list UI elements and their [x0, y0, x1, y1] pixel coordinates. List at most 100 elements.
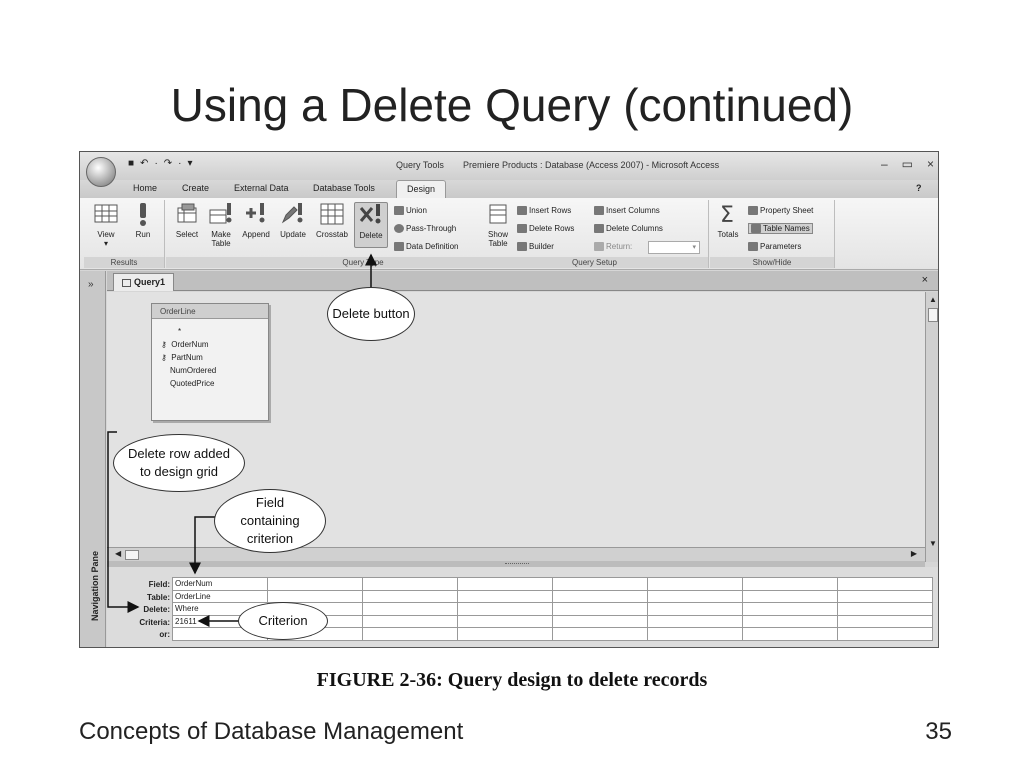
expand-pane-icon[interactable]: » [88, 279, 94, 290]
grid-cell[interactable] [647, 602, 743, 616]
select-query-button[interactable]: Select [170, 202, 204, 239]
tab-design[interactable]: Design [396, 180, 447, 198]
key-icon: ⚷ [161, 340, 167, 349]
crosstab-button[interactable]: Crosstab [312, 202, 352, 239]
tab-home[interactable]: Home [133, 183, 158, 193]
insert-columns-button[interactable]: Insert Columns [594, 206, 660, 216]
delete-rows-button[interactable]: Delete Rows [517, 224, 574, 234]
tab-external-data[interactable]: External Data [234, 183, 289, 193]
help-icon[interactable]: ? [916, 183, 922, 193]
grid-cell[interactable] [837, 589, 933, 603]
grid-cell[interactable] [837, 602, 933, 616]
maximize-icon[interactable]: ▭ [901, 157, 913, 171]
grid-cell[interactable] [837, 577, 933, 591]
field-numordered[interactable]: NumOrdered [170, 366, 217, 375]
field-all[interactable]: * [178, 327, 182, 336]
delete-query-button[interactable]: Delete [354, 202, 388, 248]
svg-text:Σ: Σ [720, 203, 734, 226]
grid-cell[interactable] [362, 627, 458, 641]
scroll-left-icon[interactable]: ◀ [115, 549, 122, 558]
grid-cell[interactable] [457, 589, 553, 603]
grid-cell[interactable] [457, 614, 553, 628]
grid-cell[interactable]: OrderLine [172, 589, 268, 603]
query1-tab[interactable]: Query1 [113, 273, 175, 291]
grid-cell[interactable] [742, 614, 838, 628]
field-list-title: OrderLine [152, 304, 268, 319]
scroll-thumb[interactable] [928, 308, 938, 322]
union-button[interactable]: Union [394, 206, 427, 216]
office-button[interactable] [86, 157, 116, 187]
tab-database-tools[interactable]: Database Tools [313, 183, 375, 193]
grid-cell[interactable]: OrderNum [172, 577, 268, 591]
parameters-button[interactable]: Parameters [748, 242, 801, 252]
grid-cell[interactable] [457, 602, 553, 616]
grid-cell[interactable] [742, 589, 838, 603]
grid-cell[interactable] [837, 627, 933, 641]
orderline-field-list[interactable]: OrderLine * ⚷ OrderNum ⚷ PartNum NumOrde… [151, 303, 269, 421]
builder-button[interactable]: Builder [517, 242, 554, 252]
grid-cell[interactable] [362, 614, 458, 628]
grid-cell[interactable] [647, 614, 743, 628]
splitter-grip[interactable] [505, 563, 529, 565]
update-button[interactable]: Update [276, 202, 310, 239]
row-label-criteria: Criteria: [139, 617, 170, 627]
view-button[interactable]: View▾ [90, 202, 122, 248]
pass-through-button[interactable]: Pass-Through [394, 224, 456, 234]
grid-cell[interactable] [552, 627, 648, 641]
totals-button[interactable]: Σ Totals [714, 202, 742, 239]
grid-cell[interactable] [552, 614, 648, 628]
grid-cell[interactable] [362, 602, 458, 616]
figure-caption: FIGURE 2-36: Query design to delete reco… [316, 669, 708, 691]
insert-rows-button[interactable]: Insert Rows [517, 206, 571, 216]
grid-cell[interactable] [742, 627, 838, 641]
property-sheet-button[interactable]: Property Sheet [748, 206, 813, 216]
grid-cell[interactable] [267, 589, 363, 603]
delete-columns-button[interactable]: Delete Columns [594, 224, 663, 234]
save-icon[interactable]: ■ [128, 158, 135, 169]
navigation-pane[interactable]: » Navigation Pane [80, 271, 106, 647]
scroll-up-icon[interactable]: ▲ [929, 295, 937, 304]
minimize-icon[interactable]: – [880, 157, 888, 171]
grid-cell[interactable] [362, 589, 458, 603]
field-quotedprice[interactable]: QuotedPrice [170, 379, 215, 388]
row-label-delete: Delete: [143, 605, 170, 614]
grid-cell[interactable] [742, 577, 838, 591]
grid-cell[interactable] [552, 589, 648, 603]
data-definition-button[interactable]: Data Definition [394, 242, 458, 252]
redo-icon[interactable]: ↷ [163, 158, 173, 169]
horizontal-scrollbar[interactable]: ◀ ▶ [107, 547, 925, 561]
grid-cell[interactable] [647, 627, 743, 641]
field-partnum[interactable]: ⚷ PartNum [161, 353, 203, 362]
table-names-button[interactable]: Table Names [748, 223, 813, 235]
grid-cell[interactable] [552, 577, 648, 591]
field-ordernum[interactable]: ⚷ OrderNum [161, 340, 209, 349]
query-tools-context-label: Query Tools [396, 160, 444, 170]
append-button[interactable]: Append [238, 202, 274, 239]
scroll-down-icon[interactable]: ▼ [929, 539, 937, 548]
vertical-scrollbar[interactable]: ▲ ▼ [925, 292, 938, 562]
grid-cell[interactable] [457, 627, 553, 641]
grid-cell[interactable] [647, 589, 743, 603]
customize-qat-icon[interactable]: ▾ [187, 158, 193, 169]
grid-cell[interactable] [267, 577, 363, 591]
grid-cell[interactable] [742, 602, 838, 616]
grid-cell[interactable] [552, 602, 648, 616]
hscroll-thumb[interactable] [125, 550, 139, 560]
return-dropdown[interactable]: ▾ [648, 241, 700, 254]
grid-cell[interactable] [457, 577, 553, 591]
grid-cell[interactable] [837, 614, 933, 628]
grid-cell[interactable] [362, 577, 458, 591]
undo-icon[interactable]: ↶ [140, 158, 149, 169]
title-bar: ■ ↶ · ↷ · ▾ Query Tools Premiere Product… [80, 152, 938, 180]
tab-create[interactable]: Create [182, 183, 210, 193]
row-label-or: or: [159, 630, 170, 639]
run-button[interactable]: Run [128, 202, 158, 239]
grid-cell[interactable] [647, 577, 743, 591]
pane-splitter[interactable] [107, 561, 925, 567]
close-window-icon[interactable]: × [926, 157, 934, 171]
grid-row-table: OrderLine [172, 589, 933, 603]
scroll-right-icon[interactable]: ▶ [910, 549, 917, 558]
close-query-icon[interactable]: × [921, 274, 928, 286]
